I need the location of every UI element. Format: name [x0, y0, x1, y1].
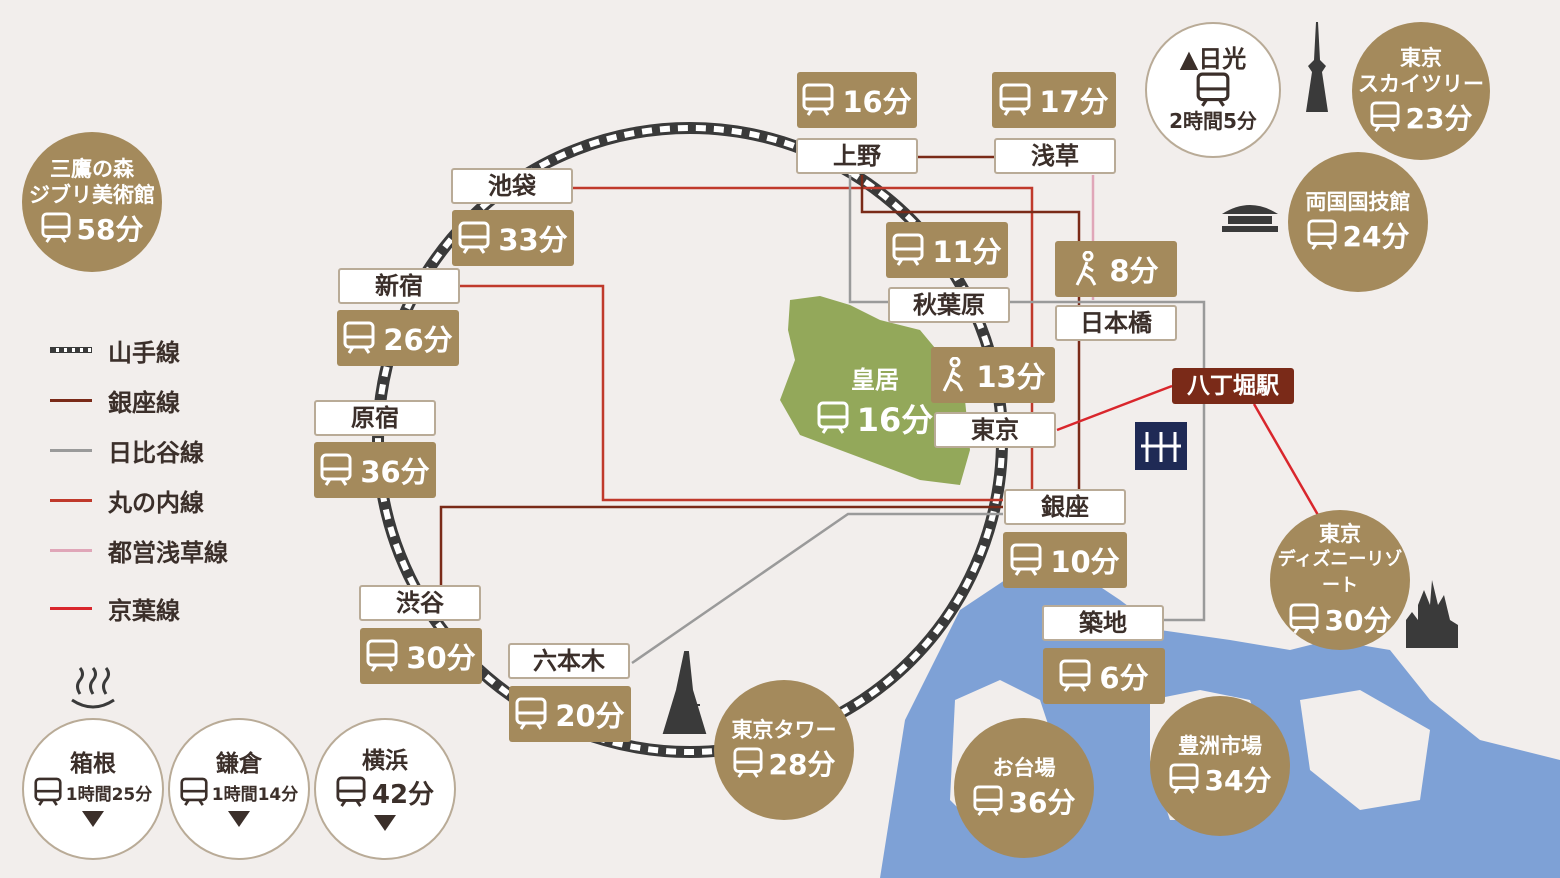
destination-ghibli: 三鷹の森 ジブリ美術館 58分	[22, 132, 162, 272]
train-icon	[320, 453, 352, 486]
time-box-shibuya: 30分	[360, 628, 482, 684]
destination-ryogoku: 両国国技館 24分	[1288, 152, 1428, 292]
train-icon	[34, 777, 62, 806]
train-icon	[1196, 72, 1230, 107]
legend-item-keiyo: 京葉線	[50, 583, 228, 633]
station-ueno: 上野	[796, 138, 918, 174]
train-icon	[1059, 659, 1091, 692]
hibiya-line-3	[631, 512, 1003, 665]
station-roppongi: 六本木	[508, 643, 630, 679]
station-ginza: 銀座	[1004, 489, 1126, 525]
legend-swatch	[50, 347, 92, 353]
train-icon	[458, 221, 490, 254]
legend-swatch	[50, 498, 92, 502]
legend-item-asakusa: 都営浅草線	[50, 525, 228, 575]
time-box-ueno: 16分	[797, 72, 917, 128]
keiyo-line	[1056, 384, 1173, 432]
arrow-down-icon	[228, 811, 250, 827]
hotel-logo-icon	[1135, 422, 1187, 470]
station-tokyo: 東京	[934, 412, 1056, 448]
train-icon	[732, 747, 763, 778]
arrow-down-icon	[82, 811, 104, 827]
station-hatchobori: 八丁堀駅	[1172, 368, 1294, 404]
train-icon	[343, 321, 375, 354]
train-icon	[1168, 763, 1199, 794]
train-icon	[336, 776, 366, 807]
time-box-ikebukuro: 33分	[452, 210, 574, 266]
imperial-palace-area	[780, 296, 970, 485]
hibiya-line	[848, 175, 888, 304]
hibiya-line-2	[1010, 300, 1206, 622]
train-icon	[1306, 219, 1337, 250]
disney-castle-icon	[1406, 580, 1458, 648]
destination-hakone: 箱根 1時間25分	[22, 718, 164, 860]
station-harajuku: 原宿	[314, 400, 436, 436]
ryogoku-hall-icon	[1222, 205, 1278, 232]
station-ikebukuro: 池袋	[451, 168, 573, 204]
legend-swatch	[50, 448, 92, 452]
destination-toyosu: 豊洲市場 34分	[1150, 696, 1290, 836]
legend-swatch	[50, 606, 92, 610]
keiyo-line-2	[1252, 403, 1320, 516]
station-shinjuku: 新宿	[338, 268, 460, 304]
walk-icon	[1076, 251, 1097, 286]
destination-skytree: 東京 スカイツリー 23分	[1352, 22, 1490, 160]
ginza-line-3	[439, 505, 1003, 585]
ginza-line-2	[860, 175, 1081, 506]
time-box-tokyo: 13分	[931, 347, 1055, 403]
legend-swatch	[50, 398, 92, 402]
time-box-asakusa: 17分	[992, 72, 1116, 128]
onsen-icon	[71, 667, 115, 709]
station-asakusa: 浅草	[994, 138, 1116, 174]
station-nihonbashi: 日本橋	[1055, 305, 1177, 341]
time-box-ginza: 10分	[1003, 532, 1127, 588]
destination-disney: 東京 ディズニーリゾート 30分	[1270, 510, 1410, 650]
legend-item-marunouchi: 丸の内線	[50, 475, 228, 525]
train-icon	[817, 401, 849, 434]
marunouchi-line-2	[460, 284, 1003, 502]
train-icon	[515, 697, 547, 730]
destination-nikko: ▲日光 2時間5分	[1145, 22, 1281, 158]
legend-item-yamanote: 山手線	[50, 325, 228, 375]
arrow-down-icon	[374, 814, 396, 831]
island-3	[1300, 690, 1430, 810]
legend-item-ginza: 銀座線	[50, 375, 228, 425]
destination-kamakura: 鎌倉 1時間14分	[168, 718, 310, 860]
tokyo-tower-icon	[662, 651, 707, 734]
destination-yokohama: 横浜 42分	[314, 718, 456, 860]
legend-swatch	[50, 548, 92, 552]
time-box-akihabara: 11分	[886, 222, 1008, 278]
station-akihabara: 秋葉原	[888, 287, 1010, 323]
skytree-icon	[1306, 22, 1328, 112]
time-box-roppongi: 20分	[509, 686, 631, 742]
station-shibuya: 渋谷	[359, 585, 481, 621]
station-tsukiji: 築地	[1042, 605, 1164, 641]
palace-time: 16分	[856, 401, 934, 439]
train-icon	[999, 83, 1031, 116]
destination-odaiba: お台場 36分	[954, 718, 1094, 858]
train-icon	[366, 639, 398, 672]
train-icon	[1288, 603, 1319, 634]
train-icon	[1369, 101, 1400, 132]
train-icon	[892, 233, 924, 266]
palace-name: 皇居	[851, 366, 899, 394]
time-box-tsukiji: 6分	[1043, 648, 1165, 704]
walk-icon	[942, 357, 964, 392]
time-box-harajuku: 36分	[314, 442, 436, 498]
legend-item-hibiya: 日比谷線	[50, 425, 228, 475]
time-box-shinjuku: 26分	[337, 310, 459, 366]
time-box-nihonbashi: 8分	[1055, 241, 1177, 297]
palace-label: 皇居 16分	[800, 360, 950, 441]
train-icon	[1010, 543, 1042, 576]
line-legend: 山手線 銀座線 日比谷線 丸の内線 都営浅草線 京葉線	[50, 325, 228, 633]
train-icon	[180, 777, 208, 806]
train-icon	[802, 83, 834, 116]
destination-tokyo-tower: 東京タワー 28分	[714, 680, 854, 820]
train-icon	[40, 212, 71, 243]
train-icon	[972, 785, 1003, 816]
